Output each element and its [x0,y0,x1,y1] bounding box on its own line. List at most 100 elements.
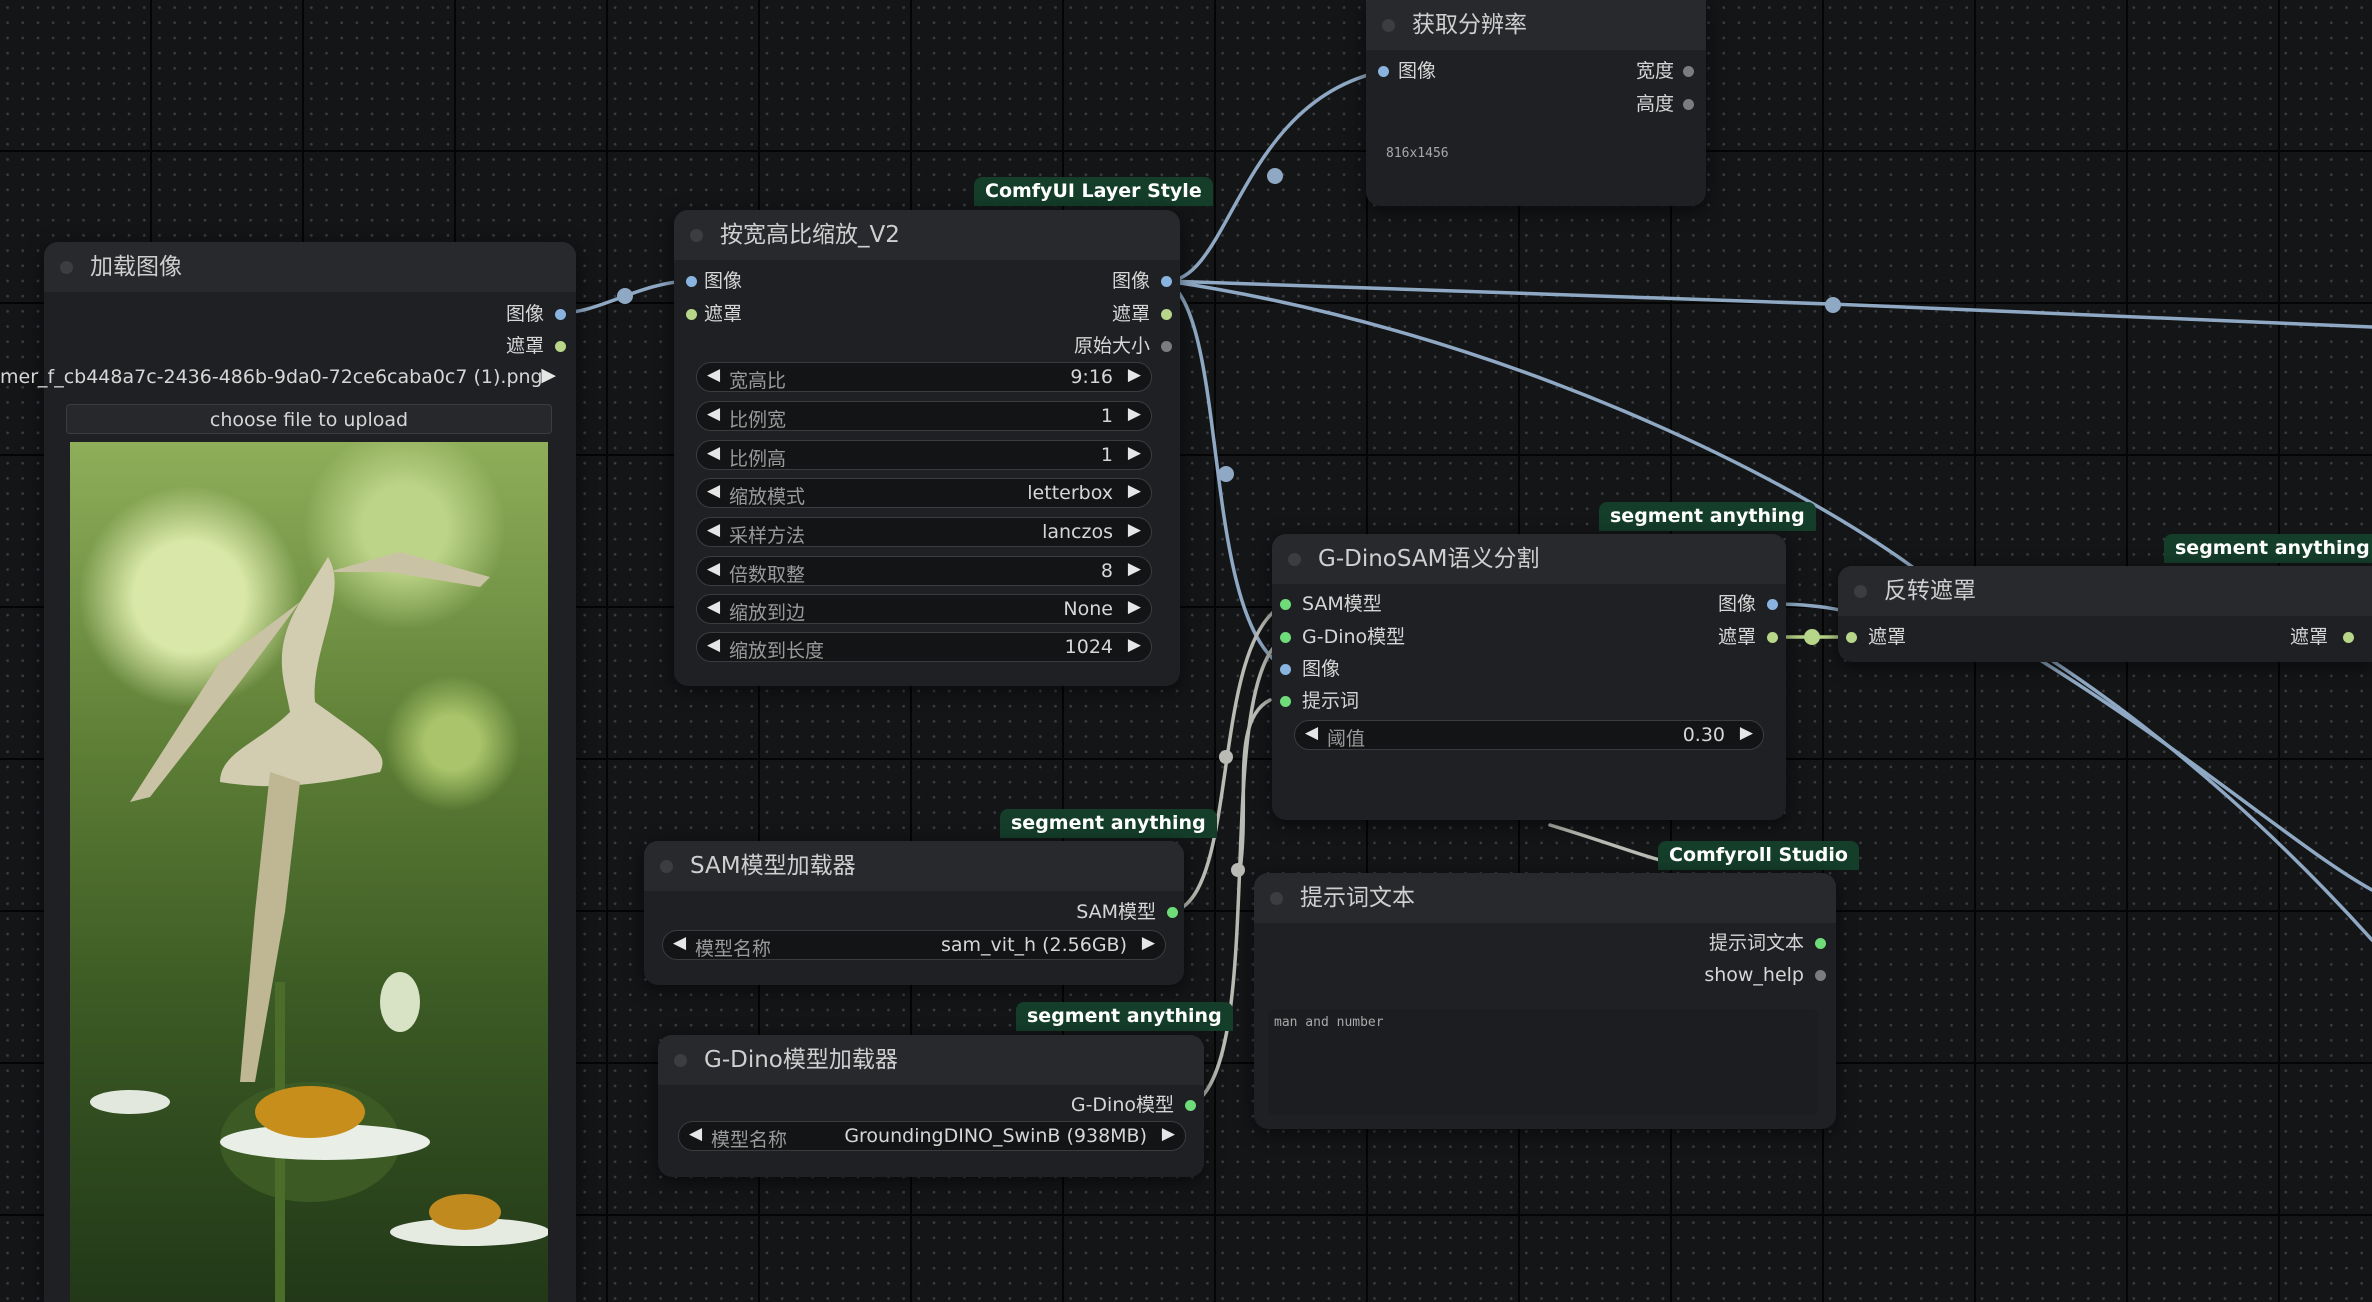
arrow-right-icon[interactable]: ▶ [1127,443,1141,463]
sam-model-input-socket[interactable] [1280,599,1291,610]
arrow-right-icon[interactable]: ▶ [1127,520,1141,540]
widget-label: 模型名称 [695,938,772,960]
prompt-textarea[interactable]: man and number [1268,1009,1818,1115]
image-input-socket[interactable] [686,276,697,287]
show-help-output-socket[interactable] [1815,970,1826,981]
arrow-right-icon[interactable]: ▶ [1141,933,1155,953]
gdino-model-input-socket[interactable] [1280,632,1291,643]
arrow-left-icon[interactable]: ◀ [707,365,721,385]
prompt-input-socket[interactable] [1280,696,1291,707]
node-badge: segment anything [1000,809,1217,838]
reroute-dot [1231,863,1245,877]
prompt-text-output-label: 提示词文本 [1708,932,1804,954]
sam-model-output-label: SAM模型 [1076,901,1156,923]
image-input-socket[interactable] [1378,66,1389,77]
load-image-node[interactable]: 加载图像 图像 遮罩 mer_f_cb448a7c-2436-486b-9da0… [0,242,576,1302]
widget-label: 比例宽 [729,409,787,431]
image-input-label: 图像 [1398,60,1437,82]
reroute-dot [617,288,633,304]
widget-label: 比例高 [729,448,787,470]
mask-input-socket[interactable] [686,309,697,320]
wire-resize-to-getres [1165,69,1386,283]
show-help-output-label: show_help [1704,964,1804,986]
width-output-socket[interactable] [1683,66,1694,77]
image-output-label: 图像 [505,303,544,325]
upload-button[interactable]: choose file to upload [66,404,552,434]
prompt-text-node[interactable]: 提示词文本 提示词文本 show_help man and number [1254,873,1836,1129]
widget-value: letterbox [1027,482,1113,504]
image-output-socket[interactable] [1767,599,1778,610]
gdino-sam-segment-node[interactable]: G-DinoSAM语义分割 SAM模型 G-Dino模型 图像 提示词 图像 遮… [1272,534,1786,820]
widget-value: 8 [1100,560,1113,582]
node-title: G-DinoSAM语义分割 [1272,534,1786,584]
arrow-right-icon[interactable]: ▶ [1739,723,1753,743]
arrow-right-icon[interactable]: ▶ [1127,559,1141,579]
origami-ballerina-photo [90,552,548,1302]
arrow-left-icon[interactable]: ◀ [707,443,721,463]
arrow-right-icon[interactable]: ▶ [1161,1124,1175,1144]
wire-invert-out-a [2038,658,2372,892]
image-input-socket[interactable] [1280,664,1291,675]
wire-prompt-to-gdinosam [1238,698,1272,872]
scale-to-side-combo[interactable]: ◀ 缩放到边 None ▶ [696,594,1152,624]
arrow-right-icon[interactable]: ▶ [541,364,556,386]
node-title: SAM模型加载器 [644,841,1184,891]
reroute-dot [1825,297,1841,313]
invert-mask-node[interactable]: 反转遮罩 遮罩 遮罩 [1838,566,2372,662]
arrow-left-icon[interactable]: ◀ [673,933,687,953]
node-badge: segment anything [2164,534,2372,563]
arrow-left-icon[interactable]: ◀ [707,635,721,655]
gdino-model-output-socket[interactable] [1185,1100,1196,1111]
arrow-left-icon[interactable]: ◀ [707,481,721,501]
node-badge: Comfyroll Studio [1658,841,1859,870]
arrow-right-icon[interactable]: ▶ [1127,635,1141,655]
arrow-right-icon[interactable]: ▶ [1127,597,1141,617]
wire-load-to-resize-image [558,279,692,315]
sam-model-output-socket[interactable] [1167,907,1178,918]
get-resolution-node[interactable]: 获取分辨率 图像 宽度 高度 816x1456 [1366,0,1706,206]
widget-value: GroundingDINO_SwinB (938MB) [844,1125,1147,1147]
image-output-socket[interactable] [1161,276,1172,287]
arrow-left-icon[interactable]: ◀ [707,520,721,540]
arrow-left-icon[interactable]: ◀ [689,1124,703,1144]
mask-input-socket[interactable] [1846,632,1857,643]
wire-sam-to-gdinosam [1173,602,1287,913]
file-name-value: mer_f_cb448a7c-2436-486b-9da0-72ce6caba0… [0,366,543,388]
widget-value: None [1063,598,1113,620]
height-output-socket[interactable] [1683,99,1694,110]
mask-output-socket[interactable] [1161,309,1172,320]
arrow-right-icon[interactable]: ▶ [1127,365,1141,385]
arrow-left-icon[interactable]: ◀ [707,404,721,424]
widget-label: 缩放到长度 [729,640,825,662]
arrow-right-icon[interactable]: ▶ [1127,404,1141,424]
image-output-socket[interactable] [555,309,566,320]
arrow-left-icon[interactable]: ◀ [1305,723,1319,743]
arrow-right-icon[interactable]: ▶ [1127,481,1141,501]
prompt-input-label: 提示词 [1302,690,1360,712]
mask-output-socket[interactable] [1767,632,1778,643]
widget-value: lanczos [1042,521,1113,543]
file-selector[interactable]: mer_f_cb448a7c-2436-486b-9da0-72ce6caba0… [0,362,556,394]
node-badge: segment anything [1016,1002,1233,1031]
prompt-text-output-socket[interactable] [1815,938,1826,949]
mask-output-socket[interactable] [555,341,566,352]
widget-label: 缩放到边 [729,602,806,624]
arrow-left-icon[interactable]: ◀ [707,597,721,617]
original-size-output-socket[interactable] [1161,341,1172,352]
node-title: 提示词文本 [1254,873,1836,923]
mask-output-socket[interactable] [2343,632,2354,643]
arrow-left-icon[interactable]: ◀ [707,559,721,579]
